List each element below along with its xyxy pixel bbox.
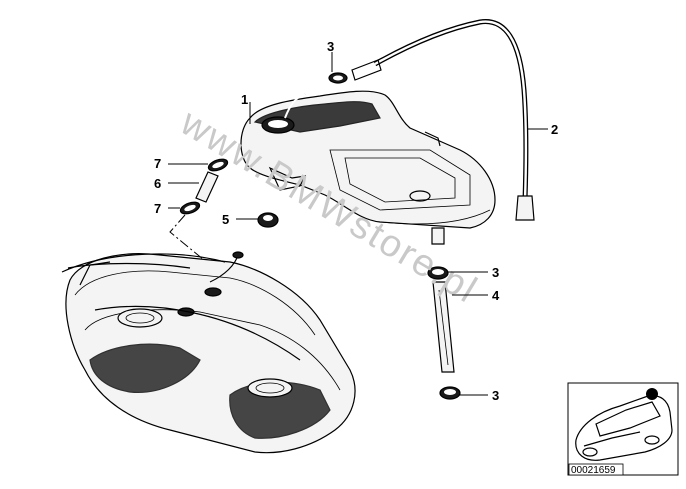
diagram-reference-code: 00021659 [571,465,616,476]
callout-7-top: 7 [154,156,161,171]
hose-clamp-icon [328,72,348,84]
callout-leaders [168,52,548,396]
callout-6: 6 [154,176,161,191]
car-locator-thumbnail: 00021659 [567,382,679,476]
callout-5: 5 [222,212,229,227]
callout-2: 2 [551,122,558,137]
hose-clamp-icon [207,158,229,172]
hose-clamp-icon [439,386,461,400]
vent-hose-icon [351,19,535,221]
hose-icon [432,281,455,373]
expansion-tank-icon [240,90,496,245]
callout-4: 4 [492,288,500,303]
callout-3-middle: 3 [492,265,499,280]
callout-7-bottom: 7 [154,201,161,216]
fuel-tank-icon [61,251,356,454]
hose-clamp-icon [179,201,201,215]
callout-3-top: 3 [327,39,334,54]
car-locator-icon [575,388,673,461]
callout-3-bottom: 3 [492,388,499,403]
rubber-grommet-icon [257,212,279,228]
hose-clamp-icon [427,266,449,280]
callout-1: 1 [241,92,248,107]
connector-pipe-icon [195,171,219,203]
